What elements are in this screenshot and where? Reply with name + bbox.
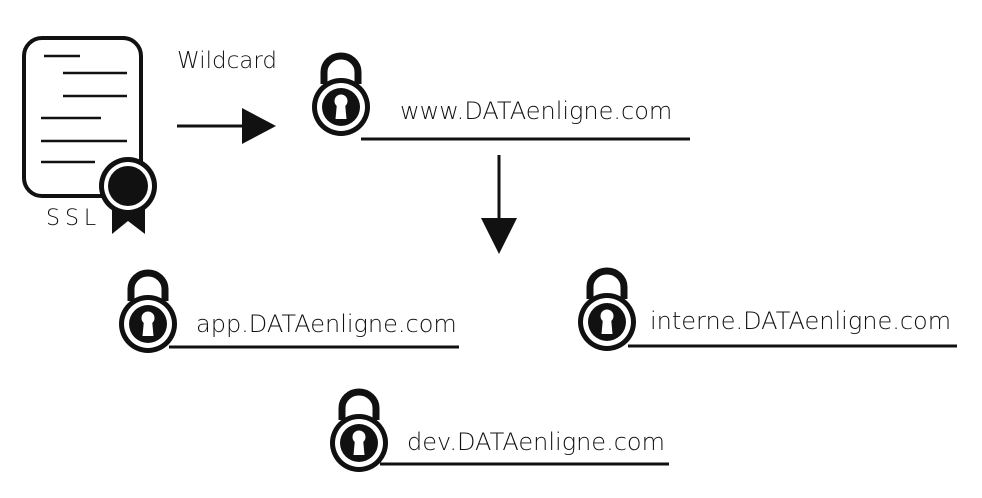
domain-dev: dev.DATAenligne.com: [407, 428, 665, 456]
ssl-label: SSL: [46, 206, 102, 231]
domain-www: www.DATAenligne.com: [400, 97, 673, 125]
arrow-down-icon: [481, 155, 517, 254]
padlock-icon-dev: [330, 392, 388, 472]
padlock-icon-interne: [578, 271, 636, 351]
arrow-right-icon: [177, 108, 276, 144]
padlock-icon-www: [312, 56, 370, 136]
wildcard-label: Wildcard: [177, 48, 278, 74]
domain-interne: interne.DATAenligne.com: [650, 307, 952, 335]
certificate-icon: [22, 36, 157, 234]
domain-app: app.DATAenligne.com: [196, 310, 457, 338]
padlock-icon-app: [119, 273, 177, 353]
